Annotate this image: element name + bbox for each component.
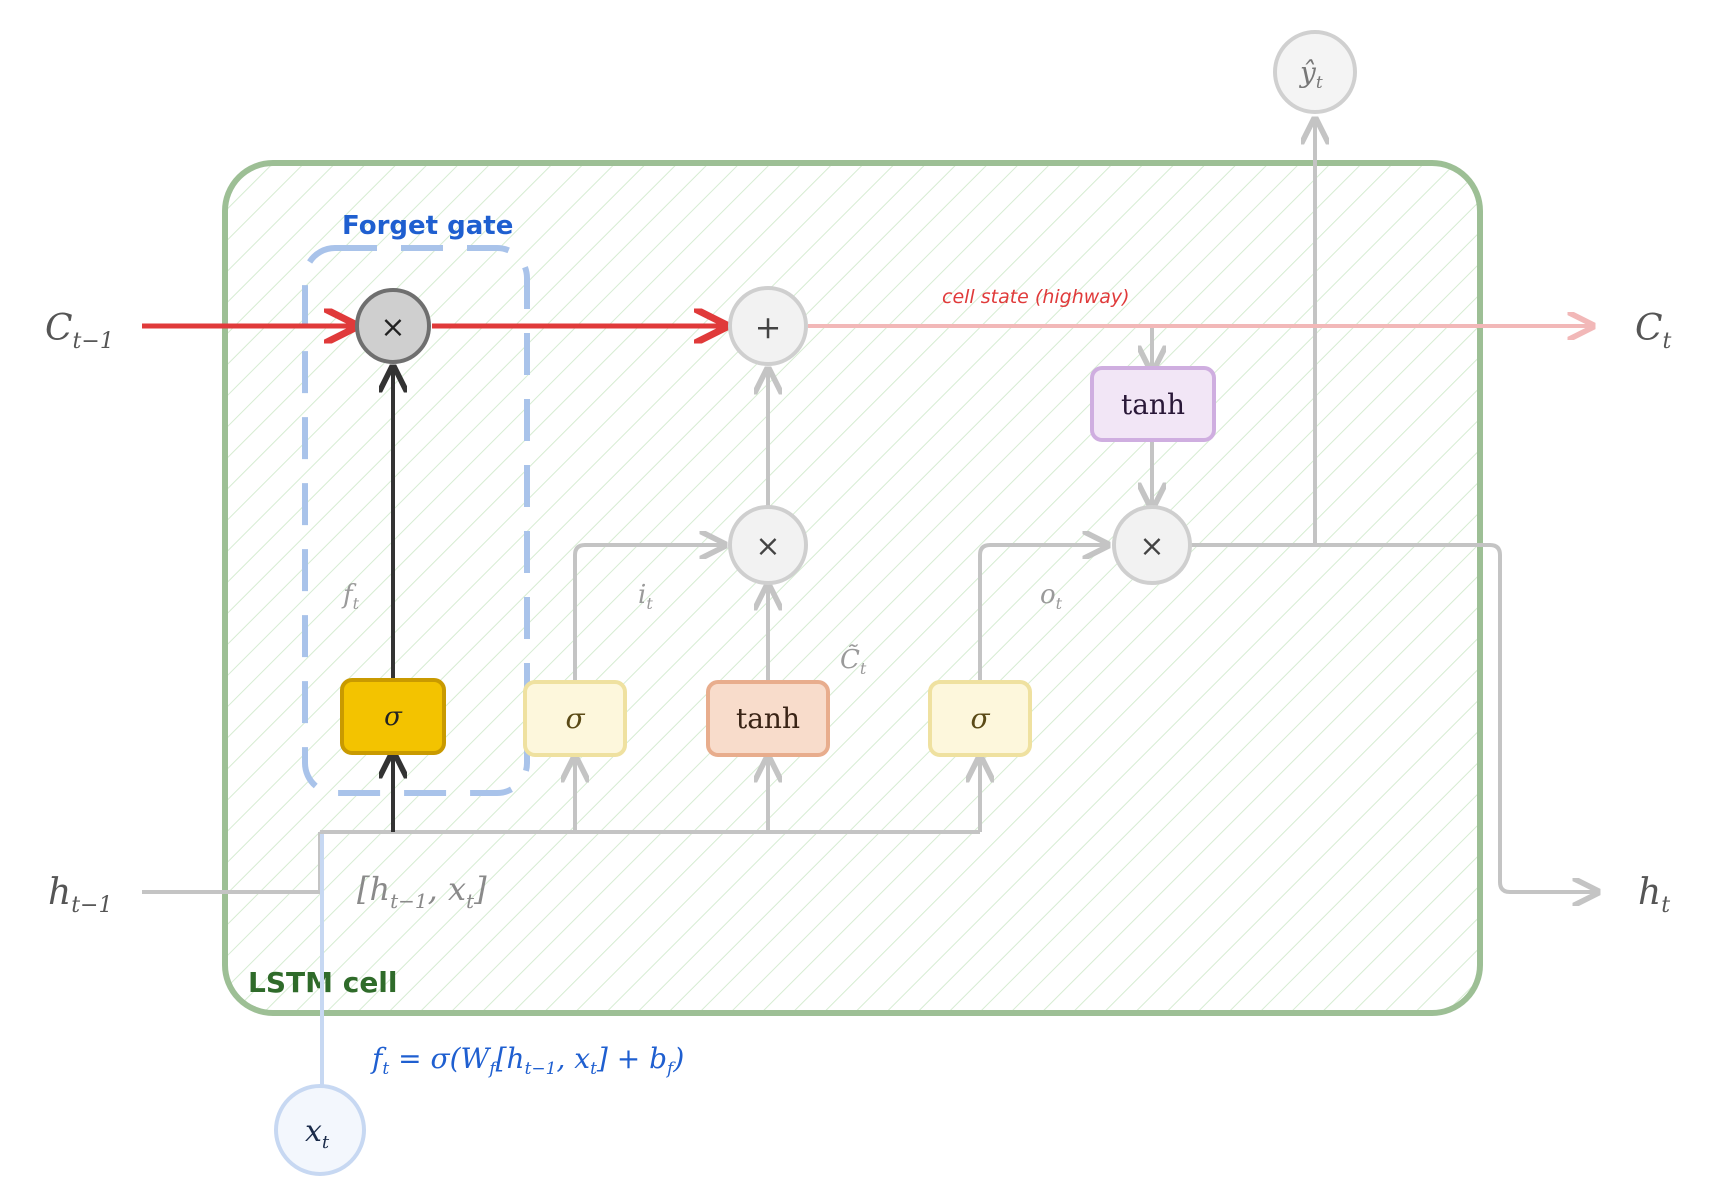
x-circle [274,1084,366,1176]
x-label: xt [305,1114,330,1153]
lstm-cell: LSTM cell [222,160,1483,1016]
output-gate-output-label: ot [1040,580,1063,613]
forget-gate-box: Forget gate [302,211,530,796]
output-sigma-box: σ [928,680,1032,757]
candidate-tanh-symbol: tanh [736,702,800,735]
h-next-line [1190,543,1595,892]
input-gate-output-label: it [638,580,653,613]
x-node: xt [274,1084,366,1176]
add-node: + [728,286,808,366]
cell-tanh-rect [1090,366,1216,442]
forget-multiply-node: × [355,288,431,364]
output-gate-line [978,545,1105,680]
forget-gate-label: Forget gate [342,211,513,241]
y-hat-node: ŷt [1273,30,1357,114]
input-multiply-circle [728,505,808,585]
cell-tanh-symbol: tanh [1121,388,1185,421]
cell-tanh-box: tanh [1090,366,1216,442]
c-next-label: Ct [1635,308,1672,354]
output-sigma-symbol: σ [970,702,990,735]
c-prev-label: Ct−1 [45,308,114,354]
add-symbol: + [755,308,782,346]
forget-sigma-symbol: σ [384,702,403,732]
lstm-cell-border [222,160,1483,1016]
output-sigma-rect [928,680,1032,757]
input-sigma-symbol: σ [565,702,585,735]
input-sigma-box: σ [523,680,627,757]
add-circle [728,286,808,366]
h-next-label: ht [1638,872,1670,918]
output-multiply-symbol: × [1139,529,1164,564]
candidate-tanh-rect [706,680,830,757]
concat-label: [ht−1, xt] [357,870,487,913]
candidate-tanh-box: tanh [706,680,830,757]
input-multiply-node: × [728,505,808,585]
gray-connectors [142,122,1595,1085]
input-multiply-symbol: × [755,529,780,564]
h-prev-label: ht−1 [48,872,112,918]
output-multiply-circle [1112,505,1192,585]
input-sigma-rect [523,680,627,757]
input-gate-line [573,545,722,680]
y-hat-circle [1273,30,1357,114]
forget-gate-formula: ft = σ(Wf[ht−1, xt] + bf) [370,1042,684,1079]
forget-sigma-rect [340,678,446,755]
forget-multiply-symbol: × [380,310,405,345]
forget-sigma-box: σ [340,678,446,755]
cell-state-label: cell state (highway) [942,286,1130,308]
candidate-output-label: C̃t [840,644,867,678]
forget-gate-border [302,245,530,796]
y-hat-label: ŷt [1298,56,1323,93]
output-multiply-node: × [1112,505,1192,585]
forget-multiply-circle [355,288,431,364]
